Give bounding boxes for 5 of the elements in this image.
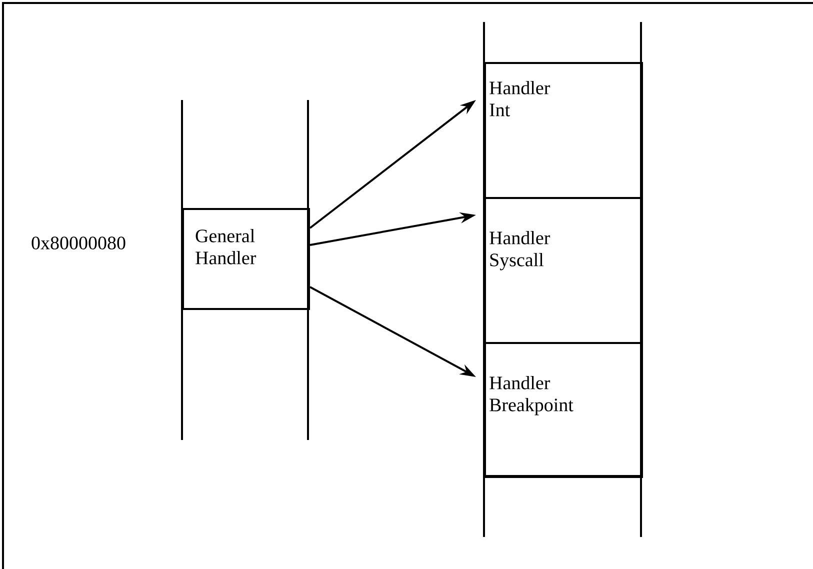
memory-slot: Handler Breakpoint <box>484 342 643 478</box>
memory-slot: Handler Int <box>484 62 643 199</box>
memory-slot: General Handler <box>182 208 310 310</box>
memory-slot: Handler Syscall <box>484 197 643 344</box>
address-label: 0x80000080 <box>32 236 126 250</box>
